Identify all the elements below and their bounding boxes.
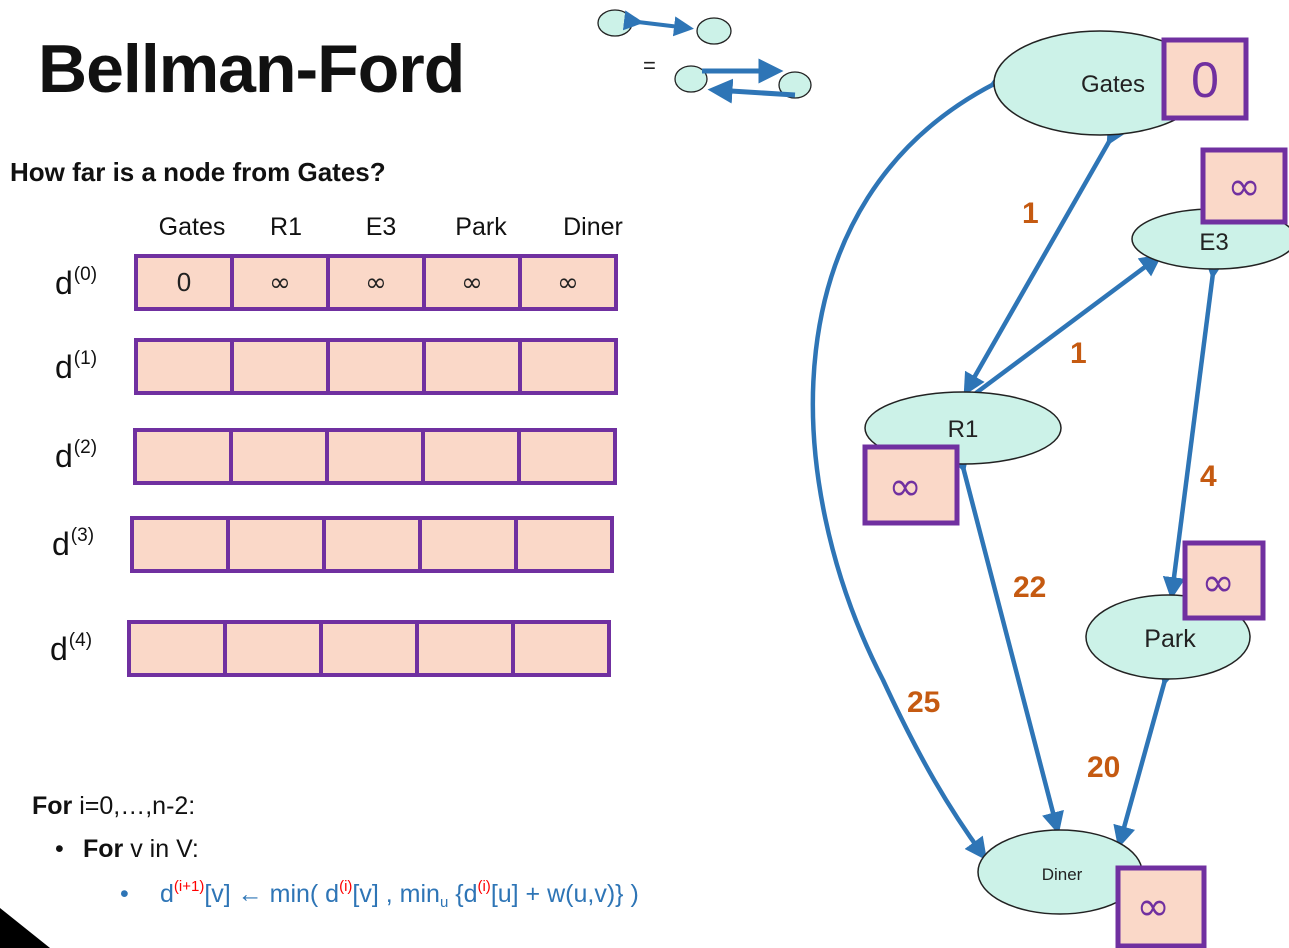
edge-r1-e3 <box>952 253 1163 415</box>
table-row-d1 <box>134 338 618 395</box>
node-label-park: Park <box>1144 625 1196 653</box>
table-cell <box>418 516 518 573</box>
table-row-d2 <box>133 428 617 485</box>
edge-park-diner <box>1113 661 1181 849</box>
table-cell <box>130 516 230 573</box>
bidirectional-legend: = <box>597 9 812 104</box>
column-header-e3: E3 <box>365 213 397 241</box>
corner-decoration <box>0 908 50 948</box>
legend-equals: = <box>643 53 656 78</box>
table-cell <box>422 338 522 395</box>
row-label-d2: d(2) <box>55 437 98 474</box>
table-row-d3 <box>130 516 614 573</box>
table-cell <box>511 620 611 677</box>
edge-weight-r1-e3: 1 <box>1070 337 1087 370</box>
pseudocode-line-3: •d(i+1)[v] ← min( d(i)[v] , minu {d(i)[u… <box>120 878 639 911</box>
table-cell <box>514 516 614 573</box>
distance-box-gates <box>1161 37 1249 121</box>
edge-weight-gates-diner: 25 <box>907 686 940 719</box>
distance-value-park: ∞ <box>1201 560 1234 606</box>
distance-value-r1: ∞ <box>888 464 921 510</box>
edge-gates-r1 <box>963 120 1128 396</box>
column-header-r1: R1 <box>270 213 302 241</box>
distance-box-park <box>1182 540 1266 621</box>
table-row-d4 <box>127 620 611 677</box>
table-cell <box>517 428 617 485</box>
distance-box-r1 <box>862 444 960 526</box>
edge-weight-park-diner: 20 <box>1087 751 1120 784</box>
table-cell: ∞ <box>518 254 618 311</box>
distance-box-diner <box>1115 865 1207 948</box>
row-label-d1: d(1) <box>55 348 98 385</box>
page-title: Bellman-Ford <box>38 31 465 107</box>
node-label-diner: Diner <box>1042 865 1083 884</box>
distance-value-diner: ∞ <box>1136 884 1169 930</box>
node-label-e3: E3 <box>1199 229 1228 256</box>
table-cell <box>322 516 422 573</box>
legend-backward-edge <box>707 78 796 104</box>
pseudocode-line-2: •For v in V: <box>55 835 199 863</box>
row-label-d0: d(0) <box>55 264 98 301</box>
distance-value-gates: 0 <box>1191 52 1219 108</box>
pseudocode-line-1: For i=0,…,n-2: <box>32 792 196 820</box>
table-cell <box>518 338 618 395</box>
table-cell: 0 <box>134 254 234 311</box>
edge-weight-e3-park: 4 <box>1200 460 1217 493</box>
edge-weight-r1-diner: 22 <box>1013 571 1046 604</box>
question-text: How far is a node from Gates? <box>10 157 386 187</box>
table-cell <box>226 516 326 573</box>
row-label-d3: d(3) <box>52 525 95 562</box>
table-row-d0: 0 ∞ ∞ ∞ ∞ <box>134 254 618 311</box>
column-header-diner: Diner <box>563 213 623 241</box>
table-cell: ∞ <box>422 254 522 311</box>
table-cell <box>229 428 329 485</box>
table-cell: ∞ <box>326 254 426 311</box>
table-cell <box>325 428 425 485</box>
distance-box-e3 <box>1200 147 1288 225</box>
legend-node <box>696 17 732 45</box>
edge-weight-gates-r1: 1 <box>1022 197 1039 230</box>
legend-node <box>674 65 708 93</box>
table-cell <box>223 620 323 677</box>
distance-value-e3: ∞ <box>1227 164 1260 210</box>
column-header-park: Park <box>455 213 507 241</box>
legend-bidirectional-edge <box>622 10 694 37</box>
edge-e3-park <box>1162 255 1227 600</box>
edge-r1-diner <box>948 448 1064 835</box>
table-cell <box>134 338 234 395</box>
node-label-r1: R1 <box>948 416 979 443</box>
table-cell <box>326 338 426 395</box>
edge-gates-diner <box>810 66 1014 861</box>
row-label-d4: d(4) <box>50 630 93 667</box>
node-label-gates: Gates <box>1081 71 1145 98</box>
column-header-gates: Gates <box>158 213 226 241</box>
legend-node <box>778 71 812 99</box>
